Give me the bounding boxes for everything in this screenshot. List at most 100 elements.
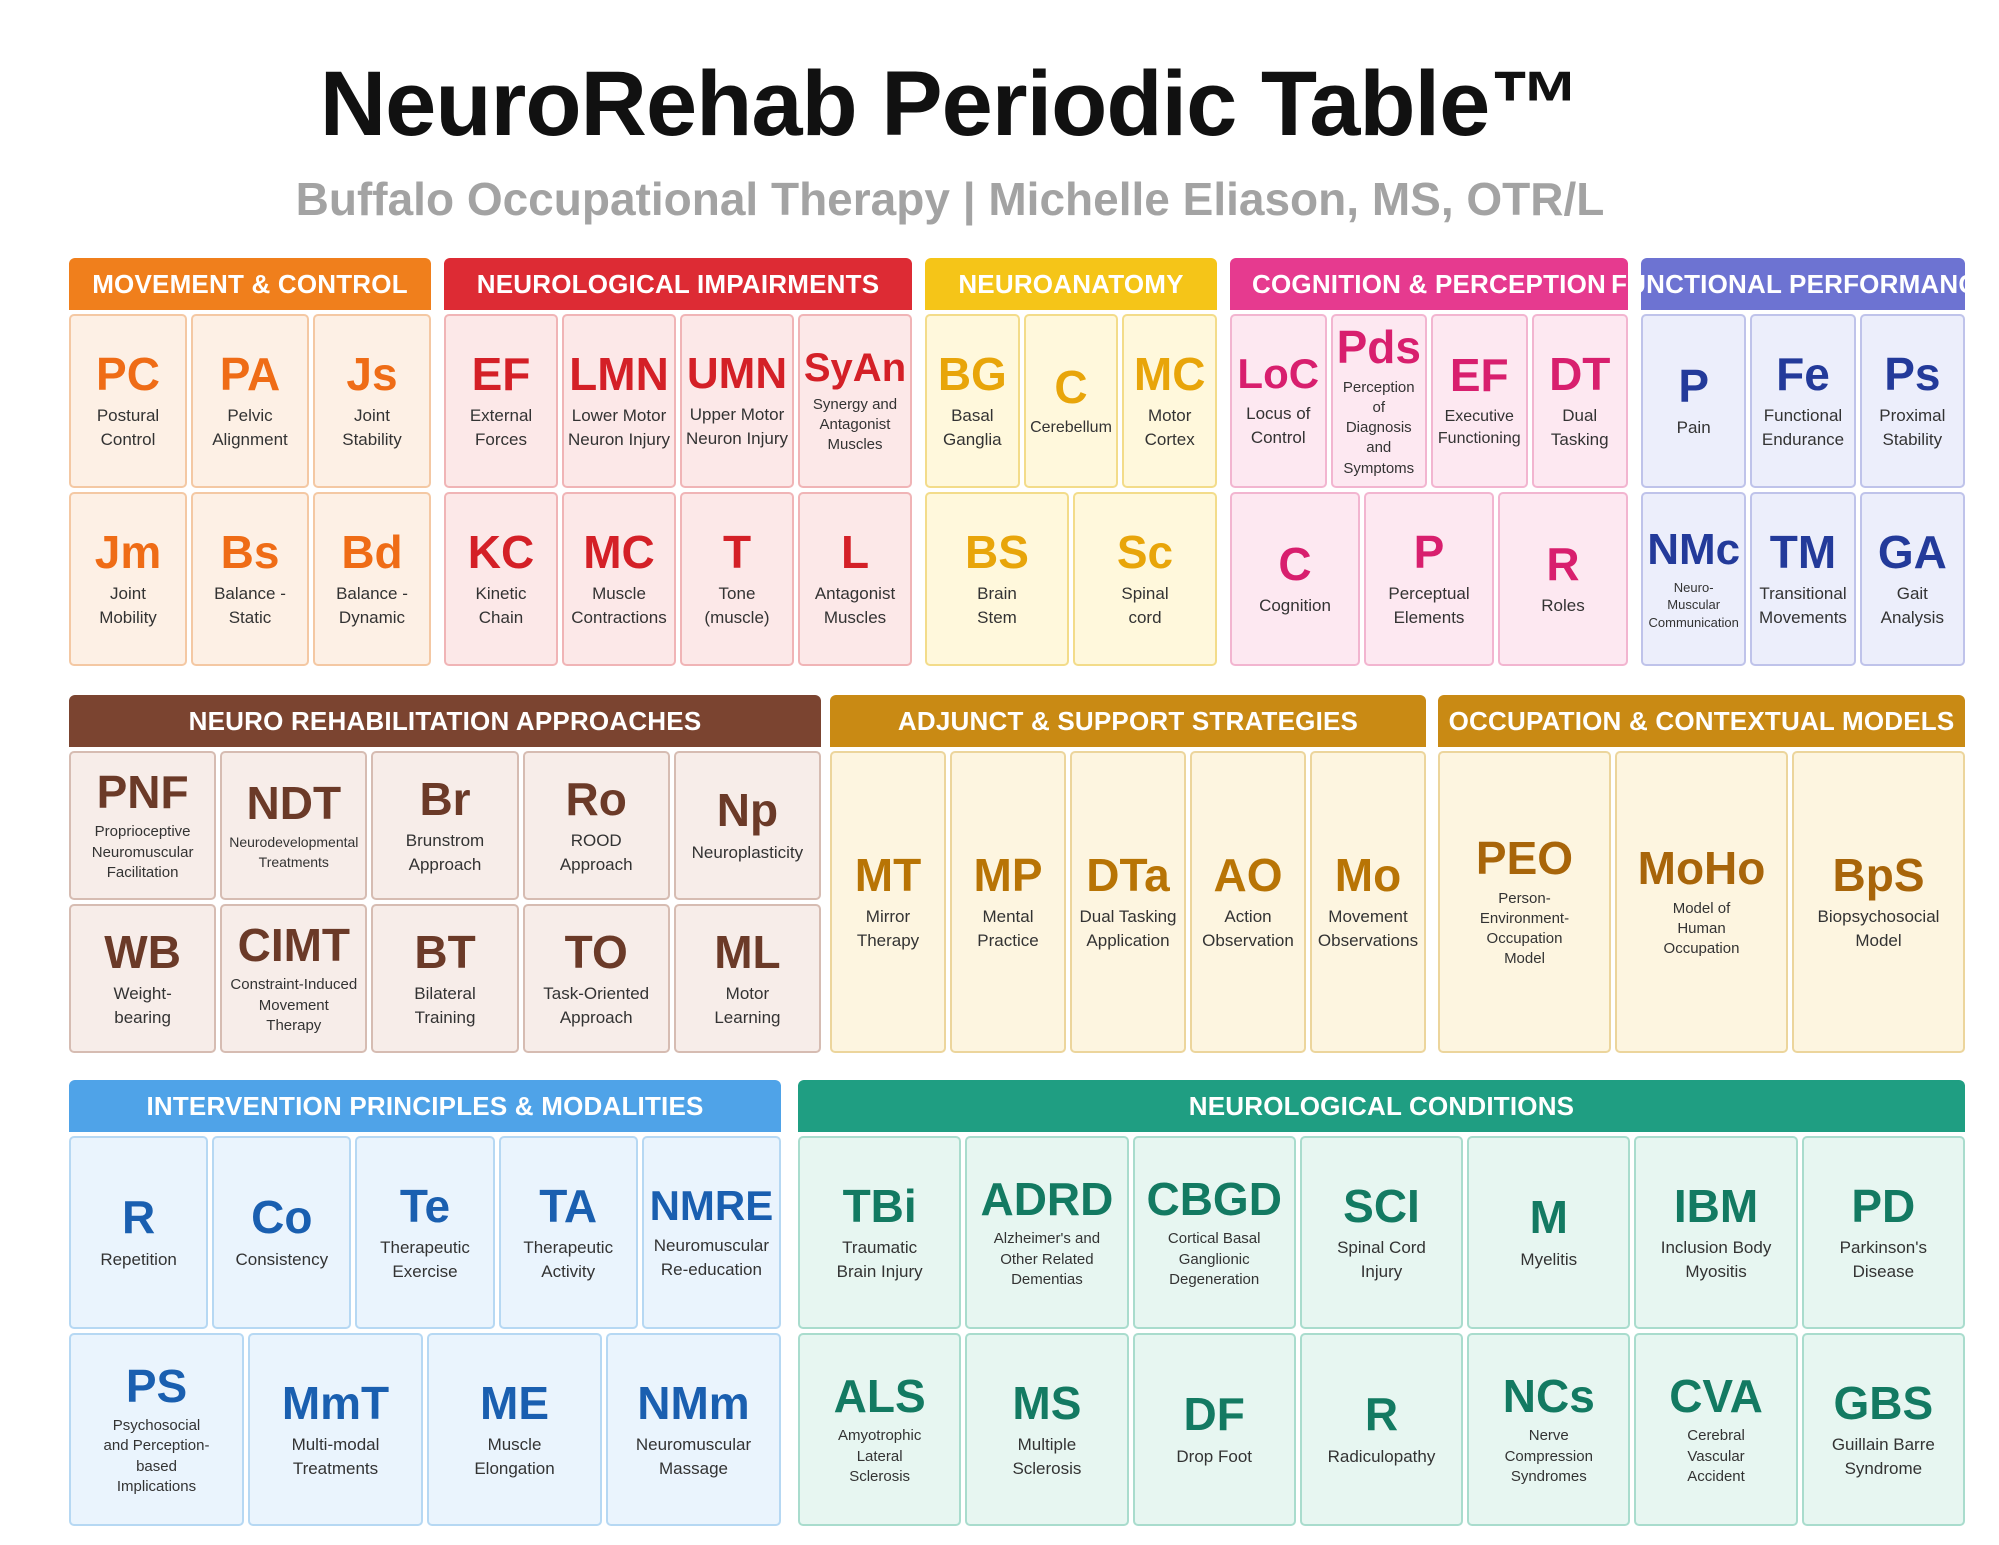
- element-symbol: NMm: [637, 1376, 750, 1429]
- element-symbol: PA: [219, 348, 281, 401]
- section-header: OCCUPATION & CONTEXTUAL MODELS: [1438, 695, 1965, 747]
- element-symbol: BG: [937, 348, 1007, 401]
- element-tile: C Cognition: [1230, 492, 1360, 666]
- element-symbol: CIMT: [237, 918, 351, 971]
- element-name: Consistency: [235, 1249, 329, 1269]
- element-symbol: DT: [1549, 348, 1611, 401]
- element-symbol: TM: [1769, 526, 1837, 579]
- element-symbol: TA: [539, 1179, 598, 1232]
- element-symbol: C: [1278, 537, 1312, 590]
- element-symbol: SCI: [1343, 1179, 1420, 1232]
- element-symbol: PS: [125, 1359, 188, 1412]
- element-symbol: MS: [1012, 1376, 1082, 1429]
- element-symbol: BpS: [1832, 849, 1925, 902]
- element-symbol: GBS: [1833, 1376, 1934, 1429]
- element-name: Balance -Dynamic: [336, 584, 408, 628]
- element-symbol: LoC: [1237, 350, 1320, 398]
- element-symbol: Br: [419, 772, 471, 825]
- section-header: INTERVENTION PRINCIPLES & MODALITIES: [69, 1080, 781, 1132]
- element-symbol: IBM: [1673, 1179, 1759, 1232]
- element-symbol: CBGD: [1146, 1172, 1282, 1225]
- element-name: Drop Foot: [1176, 1446, 1252, 1466]
- element-name: Weight-bearing: [113, 983, 172, 1027]
- section-header: NEUROLOGICAL CONDITIONS: [798, 1080, 1965, 1132]
- element-symbol: BT: [414, 925, 476, 978]
- element-symbol: Co: [251, 1191, 313, 1244]
- element-symbol: R: [1364, 1388, 1399, 1441]
- element-name: Repetition: [100, 1249, 177, 1269]
- element-symbol: MT: [854, 849, 922, 902]
- section-header: ADJUNCT & SUPPORT STRATEGIES: [830, 695, 1426, 747]
- element-symbol: ME: [480, 1376, 549, 1429]
- element-symbol: Jm: [94, 526, 162, 579]
- element-name: Cognition: [1259, 596, 1331, 616]
- element-symbol: ML: [714, 925, 781, 978]
- element-symbol: PD: [1851, 1179, 1916, 1232]
- section-header: NEUROLOGICAL IMPAIRMENTS: [444, 258, 912, 310]
- element-symbol: M: [1529, 1191, 1568, 1244]
- section-header: NEURO REHABILITATION APPROACHES: [69, 695, 821, 747]
